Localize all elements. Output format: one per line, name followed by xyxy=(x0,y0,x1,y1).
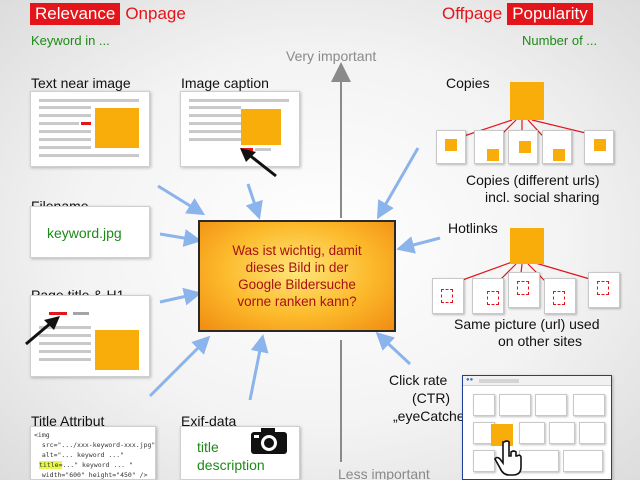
ctr-label-1: Click rate xyxy=(389,372,448,388)
hotlink-page-2 xyxy=(472,278,504,314)
axis-bottom-label: Less important xyxy=(338,466,430,480)
camera-icon xyxy=(251,428,287,454)
image-caption-card xyxy=(180,91,300,167)
filename-card: keyword.jpg xyxy=(30,206,150,258)
keyword-in-label: Keyword in ... xyxy=(31,33,110,48)
exif-title: title xyxy=(197,439,219,455)
hotlinks-source-picture xyxy=(510,228,544,264)
arrow-title-attribut xyxy=(148,335,211,398)
code-line-1: <img xyxy=(34,431,50,439)
page-title-picture xyxy=(95,330,139,370)
arrow-ctr xyxy=(375,331,412,366)
header-left: Relevance Onpage xyxy=(30,3,191,25)
hotlink-page-4 xyxy=(544,278,576,314)
code-line-4: ..." keyword ... " xyxy=(62,461,133,469)
hotlinks-desc-2: on other sites xyxy=(498,333,583,349)
center-line-2: dieses Bild in der xyxy=(245,260,349,275)
title-attribut-card: <img src=".../xxx-keyword-xxx.jpg" alt="… xyxy=(30,426,156,480)
popularity-label: Popularity xyxy=(507,3,593,25)
arrow-filename xyxy=(159,229,202,247)
arrow-image-caption xyxy=(245,183,263,220)
page-title-card xyxy=(30,295,150,377)
hand-pointer-icon xyxy=(494,440,522,476)
central-question-box: Was ist wichtig, damit dieses Bild in de… xyxy=(198,220,396,332)
hotlink-page-1 xyxy=(432,278,464,314)
copy-page-4 xyxy=(542,130,572,164)
code-highlight: title= xyxy=(39,461,63,469)
offpage-label: Offpage xyxy=(442,4,503,23)
google-serp-card: ●● xyxy=(462,375,612,480)
image-caption-picture xyxy=(241,109,281,145)
image-caption-label: Image caption xyxy=(181,75,269,91)
arrow-text-near-image xyxy=(157,184,206,216)
center-line-3: Google Bildersuche xyxy=(238,277,356,292)
onpage-label: Onpage xyxy=(125,4,186,23)
hotlinks-desc-1: Same picture (url) used xyxy=(454,316,600,332)
code-line-5: width="600" height="450" /> xyxy=(34,471,148,479)
copies-source-picture xyxy=(510,82,544,120)
copies-desc-2: incl. social sharing xyxy=(485,189,600,205)
code-line-2: src=".../xxx-keyword-xxx.jpg" xyxy=(34,441,156,449)
hotlink-page-3 xyxy=(508,272,540,308)
copies-label: Copies xyxy=(446,75,490,91)
copy-page-5 xyxy=(584,130,614,164)
exif-description: description xyxy=(197,457,265,473)
text-near-image-card xyxy=(30,91,150,167)
hotlink-page-5 xyxy=(588,272,620,308)
title-attribut-label: Title Attribut xyxy=(31,413,105,429)
axis-top-label: Very important xyxy=(286,48,377,64)
ctr-label-3: „eyeCatcher“ xyxy=(393,408,474,424)
exif-label: Exif-data xyxy=(181,413,237,429)
number-of-label: Number of ... xyxy=(522,33,598,48)
arrow-hotlinks xyxy=(396,236,441,254)
arrow-exif xyxy=(248,334,269,401)
cursor-arrow-icon-2 xyxy=(25,316,60,346)
arrow-copies xyxy=(377,147,420,220)
copies-desc-1: Copies (different urls) xyxy=(466,172,600,188)
text-near-image-picture xyxy=(95,108,139,148)
relevance-label: Relevance xyxy=(30,3,121,25)
ctr-label-2: (CTR) xyxy=(412,390,451,406)
text-near-image-label: Text near image xyxy=(31,75,131,91)
code-line-3: alt="... keyword ..." xyxy=(34,451,125,459)
arrow-page-title xyxy=(159,287,202,306)
google-logo-icon: ●● xyxy=(466,377,474,383)
header-right: Offpage Popularity xyxy=(437,3,593,25)
copy-page-3 xyxy=(508,130,538,164)
filename-value: keyword.jpg xyxy=(47,225,122,241)
hotlinks-label: Hotlinks xyxy=(448,220,498,236)
copy-page-1 xyxy=(436,130,466,164)
copy-page-2 xyxy=(474,130,504,164)
center-line-1: Was ist wichtig, damit xyxy=(232,243,362,258)
center-line-4: vorne ranken kann? xyxy=(237,294,357,309)
cursor-arrow-icon xyxy=(240,148,277,178)
